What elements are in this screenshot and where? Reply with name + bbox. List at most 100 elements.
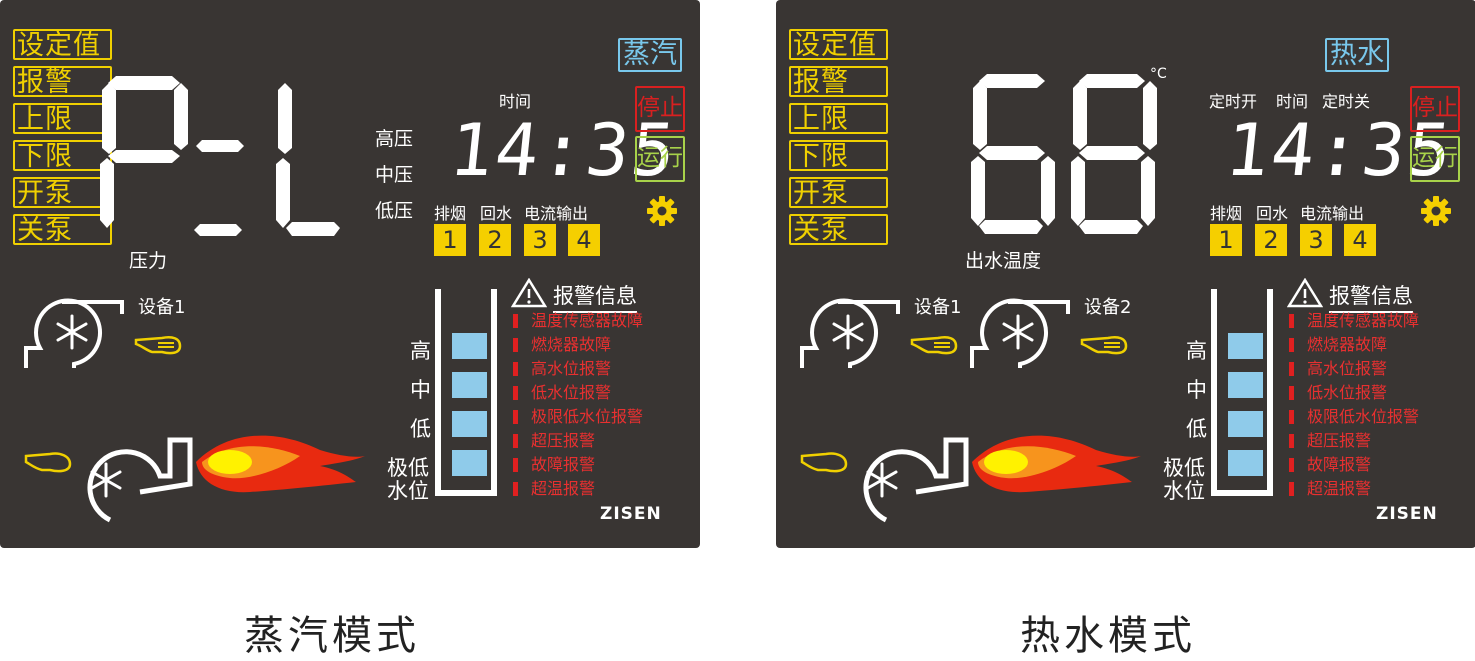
output-label-current: 电流输出: [1300, 204, 1365, 223]
menu-setpoint[interactable]: 设定值: [13, 29, 112, 61]
level-mid-label: 中: [410, 378, 431, 402]
brand-logo: ZISEN: [1376, 504, 1438, 524]
output-2: 2: [1255, 224, 1287, 256]
alarm-item: 极限低水位报警: [513, 408, 643, 426]
level-mid-label: 中: [1186, 378, 1207, 402]
stop-button[interactable]: 停止: [1410, 86, 1460, 132]
big-segment-display: [100, 76, 340, 236]
alarm-item: 温度传感器故障: [513, 312, 643, 330]
alarm-item: 燃烧器故障: [513, 336, 611, 354]
run-button[interactable]: 运行: [635, 136, 685, 182]
alarm-item: 温度传感器故障: [1289, 312, 1419, 330]
level-mid-indicator: [452, 372, 487, 398]
output-1: 1: [1210, 224, 1242, 256]
caption-hot-water-mode: 热水模式: [1020, 613, 1196, 659]
level-water-label: 水位: [387, 479, 429, 503]
caption-steam-mode: 蒸汽模式: [244, 613, 420, 659]
timer-on-label: 定时开: [1209, 92, 1258, 111]
menu-upper-limit[interactable]: 上限: [13, 103, 112, 135]
alarm-item: 高水位报警: [1289, 360, 1387, 378]
time-label: 时间: [499, 92, 532, 111]
alarm-item: 高水位报警: [513, 360, 611, 378]
hand-pointer-icon: [134, 336, 182, 355]
output-1: 1: [434, 224, 466, 256]
hand-pointer-icon: [1080, 336, 1128, 355]
output-4: 4: [1344, 224, 1376, 256]
warning-triangle-icon: [1287, 278, 1323, 308]
alarm-item: 故障报警: [513, 456, 595, 474]
output-label-current: 电流输出: [524, 204, 589, 223]
pressure-low-label: 低压: [375, 200, 414, 222]
device1-label: 设备1: [914, 297, 962, 318]
burner-icon: [800, 435, 1141, 523]
alarm-item: 低水位报警: [513, 384, 611, 402]
menu-alarm[interactable]: 报警: [789, 66, 888, 98]
alarm-item: 低水位报警: [1289, 384, 1387, 402]
time-label: 时间: [1276, 92, 1309, 111]
pressure-mid-label: 中压: [375, 164, 414, 186]
hand-pointer-icon: [910, 336, 958, 355]
menu-pump-on[interactable]: 开泵: [789, 177, 888, 209]
output-3: 3: [1300, 224, 1332, 256]
fan-device-2-icon: [970, 298, 1070, 368]
level-extra-low-label: 极低: [1163, 456, 1205, 480]
menu-pump-off[interactable]: 关泵: [13, 214, 112, 246]
big-display-label: 压力: [129, 250, 168, 272]
output-label-return: 回水: [1256, 204, 1289, 223]
alarm-list: 温度传感器故障 燃烧器故障 高水位报警 低水位报警 极限低水位报警 超压报警 故…: [513, 312, 693, 502]
alarm-info-title: 报警信息: [553, 280, 637, 313]
water-level-gauge: [435, 289, 497, 496]
mode-tag-hot-water: 热水: [1325, 38, 1389, 72]
menu-upper-limit[interactable]: 上限: [789, 103, 888, 135]
alarm-item: 燃烧器故障: [1289, 336, 1387, 354]
timer-off-label: 定时关: [1322, 92, 1371, 111]
alarm-item: 极限低水位报警: [1289, 408, 1419, 426]
alarm-item: 超压报警: [513, 432, 595, 450]
alarm-item: 超压报警: [1289, 432, 1371, 450]
device2-label: 设备2: [1084, 297, 1132, 318]
fan-device-icon: [800, 298, 900, 368]
alarm-item: 故障报警: [1289, 456, 1371, 474]
level-low-indicator: [452, 411, 487, 437]
level-high-indicator: [1228, 333, 1263, 359]
level-extra-low-indicator: [452, 450, 487, 476]
menu-setpoint[interactable]: 设定值: [789, 29, 888, 61]
device1-label: 设备1: [138, 297, 186, 318]
alarm-item: 超温报警: [1289, 480, 1371, 498]
stop-button[interactable]: 停止: [635, 86, 685, 132]
output-label-exhaust: 排烟: [434, 204, 467, 223]
menu-lower-limit[interactable]: 下限: [789, 140, 888, 172]
steam-mode-panel: 设定值 报警 上限 下限 开泵 关泵 压力 高压 中压 低压 时间 14:35 …: [0, 0, 700, 548]
output-2: 2: [479, 224, 511, 256]
big-display-label: 出水温度: [965, 250, 1042, 272]
level-mid-indicator: [1228, 372, 1263, 398]
warning-triangle-icon: [511, 278, 547, 308]
pressure-high-label: 高压: [375, 128, 414, 150]
level-extra-low-label: 极低: [387, 456, 429, 480]
menu-alarm[interactable]: 报警: [13, 66, 112, 98]
output-4: 4: [568, 224, 600, 256]
settings-gear-icon[interactable]: [1419, 194, 1453, 228]
level-low-label: 低: [410, 417, 431, 441]
level-high-label: 高: [1186, 339, 1207, 363]
menu-pump-off[interactable]: 关泵: [789, 214, 888, 246]
output-3: 3: [524, 224, 556, 256]
level-low-label: 低: [1186, 417, 1207, 441]
output-label-exhaust: 排烟: [1210, 204, 1243, 223]
level-high-indicator: [452, 333, 487, 359]
level-low-indicator: [1228, 411, 1263, 437]
hot-water-mode-panel: 设定值 报警 上限 下限 开泵 关泵 °C 出水温度 定时开 时间 定时关 1 4…: [776, 0, 1475, 548]
settings-gear-icon[interactable]: [645, 194, 679, 228]
level-extra-low-indicator: [1228, 450, 1263, 476]
alarm-item: 超温报警: [513, 480, 595, 498]
run-button[interactable]: 运行: [1410, 136, 1460, 182]
burner-icon: [24, 435, 365, 523]
alarm-list: 温度传感器故障 燃烧器故障 高水位报警 低水位报警 极限低水位报警 超压报警 故…: [1289, 312, 1469, 502]
temperature-unit: °C: [1150, 66, 1167, 82]
brand-logo: ZISEN: [600, 504, 662, 524]
alarm-info-title: 报警信息: [1329, 280, 1413, 313]
level-high-label: 高: [410, 339, 431, 363]
mode-tag-steam: 蒸汽: [618, 38, 682, 72]
level-water-label: 水位: [1163, 479, 1205, 503]
menu-lower-limit[interactable]: 下限: [13, 140, 112, 172]
